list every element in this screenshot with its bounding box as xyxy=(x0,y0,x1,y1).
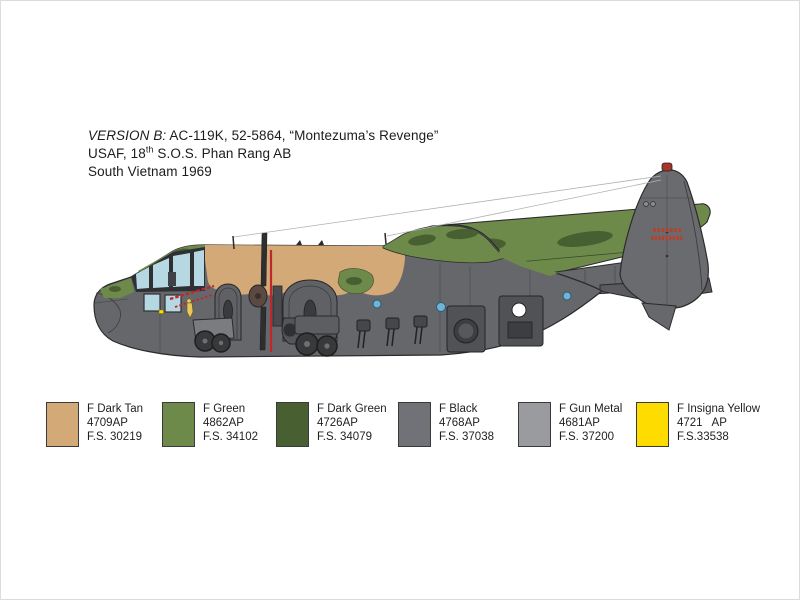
scheme-title-line: VERSION B: AC-119K, 52-5864, “Montezuma’… xyxy=(88,127,438,145)
version-label: VERSION B: xyxy=(88,128,167,143)
paint-code: 4768AP xyxy=(439,417,480,429)
nose-art xyxy=(158,284,215,319)
tail-fin xyxy=(619,162,709,331)
paint-name: F Black xyxy=(439,403,478,415)
paint-swatch-item: F Dark Tan 4709AP F.S. 30219 xyxy=(46,402,143,447)
landing-gear xyxy=(192,315,340,357)
color-swatch xyxy=(518,402,551,447)
paint-name: F Dark Green xyxy=(317,403,387,415)
paint-name: F Dark Tan xyxy=(87,403,144,415)
paint-fs-number: F.S. 37200 xyxy=(559,431,614,443)
tail-bumper xyxy=(641,302,677,331)
porthole xyxy=(372,299,382,309)
paint-legend: F Dark Tan 4709AP F.S. 30219 F Green 486… xyxy=(0,402,800,460)
cockpit-windows xyxy=(131,247,205,313)
paint-name: F Gun Metal xyxy=(559,403,623,415)
paint-name: F Insigna Yellow xyxy=(677,403,761,415)
paint-code: 4862AP xyxy=(203,417,244,429)
paint-swatch-item: F Black 4768AP F.S. 37038 xyxy=(398,402,494,447)
color-swatch xyxy=(162,402,195,447)
antenna-wire xyxy=(233,175,662,238)
porthole xyxy=(562,291,572,301)
paint-swatch-item: F Green 4862AP F.S. 34102 xyxy=(162,402,258,447)
antennas xyxy=(232,175,662,250)
scheme-header: VERSION B: AC-119K, 52-5864, “Montezuma’… xyxy=(88,127,438,181)
color-swatch xyxy=(398,402,431,447)
tail-serial xyxy=(651,228,683,241)
paint-code: 4709AP xyxy=(87,417,128,429)
aircraft-designation: AC-119K, 52-5864, “Montezuma’s Revenge” xyxy=(169,128,439,143)
paint-fs-number: F.S. 34079 xyxy=(317,431,372,443)
paint-swatch-item: F Insigna Yellow 4721 AP F.S.33538 xyxy=(636,402,760,447)
propeller xyxy=(248,232,283,352)
paint-fs-number: F.S. 34102 xyxy=(203,431,258,443)
color-swatch xyxy=(276,402,309,447)
color-swatch xyxy=(636,402,669,447)
paint-fs-number: F.S. 37038 xyxy=(439,431,494,443)
unit-line: USAF, 18th S.O.S. Phan Rang AB xyxy=(88,144,292,161)
porthole xyxy=(436,302,446,312)
camouflage-hump xyxy=(382,225,558,276)
paint-fs-number: F.S.33538 xyxy=(677,431,729,443)
sensor-panels xyxy=(372,291,572,353)
paint-swatch-item: F Dark Green 4726AP F.S. 34079 xyxy=(276,402,387,447)
paint-code: 4721 AP xyxy=(677,417,727,429)
antenna-wire xyxy=(386,179,662,237)
location-line: South Vietnam 1969 xyxy=(88,164,212,179)
camouflage-green-mid xyxy=(337,268,374,295)
sensor-dome xyxy=(511,302,527,318)
minigun-pods xyxy=(356,315,428,349)
paint-swatch-item: F Gun Metal 4681AP F.S. 37200 xyxy=(518,402,622,447)
paint-code: 4726AP xyxy=(317,417,358,429)
color-swatch xyxy=(46,402,79,447)
paint-code: 4681AP xyxy=(559,417,600,429)
paint-name: F Green xyxy=(203,403,246,415)
paint-fs-number: F.S. 30219 xyxy=(87,431,142,443)
anti-collision-beacon xyxy=(661,162,673,172)
